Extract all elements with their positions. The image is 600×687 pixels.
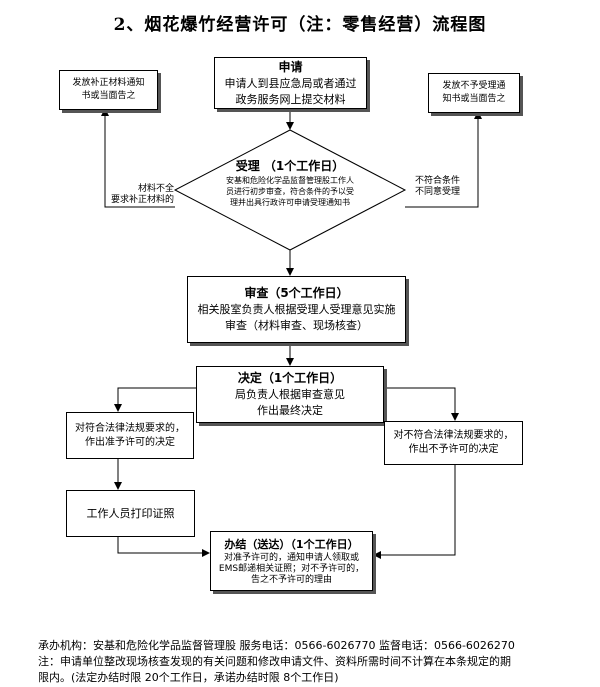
decision-line-1: 局负责人根据审查意见 — [235, 388, 345, 401]
label-nonconforming-line-1: 不符合条件 — [415, 176, 461, 186]
review-box: 审查（5个工作日） 相关股室负责人根据受理人受理意见实施 审查（材料审查、现场核… — [187, 276, 406, 343]
footer-notes: 承办机构：安基和危险化学品监督管理股 服务电话：0566-6026770 监督电… — [38, 638, 588, 686]
arrow-deny-to-conclude — [373, 465, 456, 559]
page-title: 2、烟花爆竹经营许可（注：零售经营）流程图 — [113, 15, 487, 35]
label-nonconforming: 不符合条件 不同意受理 — [415, 176, 473, 198]
accept-line-3: 理并出具行政许可申请受理通知书 — [230, 198, 350, 207]
decision-heading: 决定（1个工作日） — [237, 371, 343, 385]
label-incomplete-line-2: 要求补正材料的 — [110, 195, 174, 205]
apply-box: 申请 申请人到县应急局或者通过 政务服务网上提交材料 — [214, 57, 367, 109]
accept-heading: 受理 （1个工作日） — [235, 159, 345, 173]
reject-notice-line-2: 知书或当面告之 — [442, 94, 506, 104]
supplement-notice-line-1: 发放补正材料通知 — [72, 78, 145, 88]
accept-text: 受理 （1个工作日） 安基和危险化学品监督管理股工作人 员进行初步审查，符合条件… — [215, 158, 365, 208]
review-heading: 审查（5个工作日） — [244, 286, 349, 300]
deny-line-2: 作出不予许可的决定 — [408, 444, 499, 455]
apply-heading: 申请 — [278, 59, 303, 74]
apply-line-1: 申请人到县应急局或者通过 — [224, 76, 357, 90]
supplement-notice-box: 发放补正材料通知 书或当面告之 — [59, 70, 158, 110]
review-line-2: 审查（材料审查、现场核查） — [225, 319, 368, 332]
conclude-line-2: EMS邮递相关证照；对不予许可的， — [218, 563, 365, 574]
print-license-text: 工作人员打印证照 — [86, 506, 175, 520]
decision-box: 决定（1个工作日） 局负责人根据审查意见 作出最终决定 — [196, 366, 384, 423]
footer-note-1: 注：申请单位整改现场核查发现的有关问题和修改申请文件、资料所需时间不计算在本条规… — [38, 655, 511, 668]
footer-contact: 承办机构：安基和危险化学品监督管理股 服务电话：0566-6026770 监督电… — [38, 639, 515, 652]
footer-note-2: 限内。(法定办结时限 20个工作日，承诺办结时限 8个工作日) — [38, 671, 339, 684]
grant-line-2: 作出准予许可的决定 — [85, 436, 175, 448]
conclude-heading: 办结（送达）（1个工作日） — [224, 537, 359, 551]
grant-box: 对符合法律法规要求的， 作出准予许可的决定 — [66, 412, 194, 459]
arrow-decision-to-deny — [384, 387, 459, 421]
label-incomplete-line-1: 材料不全 — [137, 184, 174, 194]
conclude-line-3: 告之不予许可的理由 — [250, 574, 332, 585]
accept-line-1: 安基和危险化学品监督管理股工作人 — [226, 176, 354, 185]
arrow-print-to-conclude — [117, 537, 210, 557]
accept-line-2: 员进行初步审查，符合条件的予以受 — [226, 187, 354, 196]
arrow-to-reject-notice — [405, 111, 482, 208]
label-nonconforming-line-2: 不同意受理 — [415, 187, 461, 197]
grant-line-1: 对符合法律法规要求的， — [75, 422, 185, 434]
review-line-1: 相关股室负责人根据受理人受理意见实施 — [197, 303, 396, 316]
supplement-notice-line-2: 书或当面告之 — [81, 91, 136, 101]
reject-notice-line-1: 发放不予受理通 — [442, 81, 506, 91]
conclude-line-1: 对准予许可的，通知申请人领取或 — [223, 552, 359, 563]
print-license-box: 工作人员打印证照 — [66, 490, 195, 537]
reject-notice-box: 发放不予受理通 知书或当面告之 — [428, 73, 520, 113]
label-incomplete-materials: 材料不全 要求补正材料的 — [106, 184, 174, 206]
apply-line-2: 政务服务网上提交材料 — [235, 92, 346, 106]
arrow-to-supplement-notice — [101, 108, 175, 208]
deny-box: 对不符合法律法规要求的， 作出不予许可的决定 — [384, 421, 523, 465]
decision-line-2: 作出最终决定 — [257, 404, 323, 417]
arrow-decision-to-grant — [114, 387, 196, 412]
conclude-box: 办结（送达）（1个工作日） 对准予许可的，通知申请人领取或 EMS邮递相关证照；… — [210, 531, 373, 591]
deny-line-1: 对不符合法律法规要求的， — [393, 430, 514, 441]
